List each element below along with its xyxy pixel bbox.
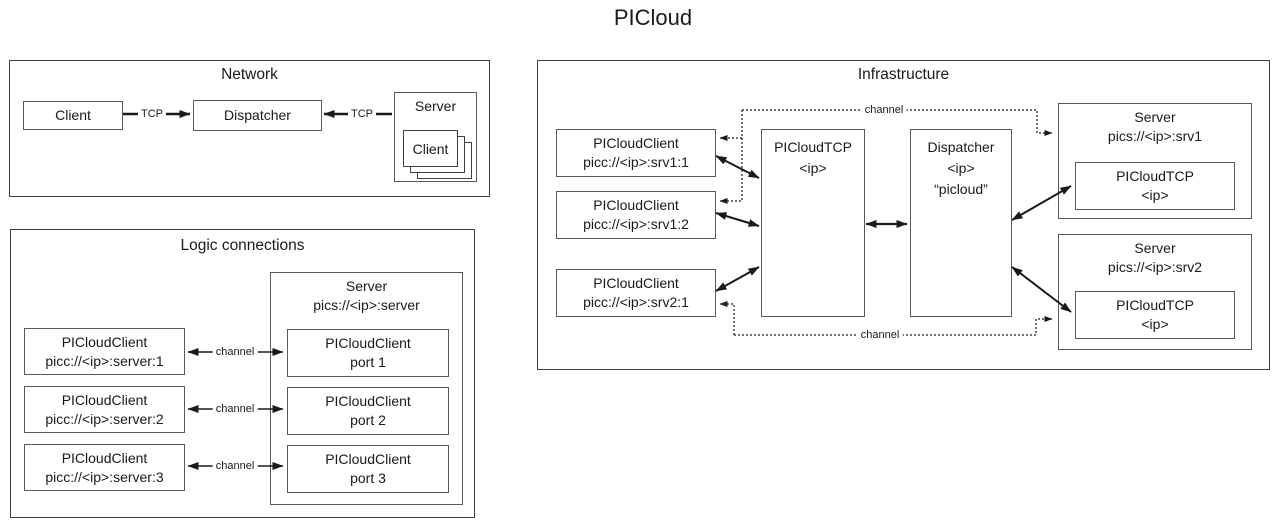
logic-client-2-address: picc://<ip>:server:2 — [45, 410, 164, 427]
infra-channel-label-bottom: channel — [857, 329, 903, 341]
infra-server-2-picloudtcp-box: PICloudTCP <ip> — [1075, 291, 1235, 339]
page-title: PICloud — [613, 5, 693, 30]
logic-client-3-address: picc://<ip>:server:3 — [45, 468, 164, 485]
logic-client-2-name: PICloudClient — [61, 391, 148, 408]
infra-client-1-name: PICloudClient — [593, 135, 679, 151]
logic-port-1-name: PICloudClient — [325, 335, 411, 351]
infra-dispatcher-box: Dispatcher <ip> “picloud” — [910, 129, 1012, 317]
infra-server-1-title: Server pics://<ip>:srv1 — [1059, 108, 1251, 146]
infra-server-box-2: Server pics://<ip>:srv2 PICloudTCP <ip> — [1058, 234, 1252, 350]
logic-port-3-name: PICloudClient — [325, 451, 411, 467]
logic-server-title-line1: Server — [345, 278, 388, 294]
tcp-label-right: TCP — [348, 108, 376, 120]
network-group: Network Client Dispatcher Server Client — [9, 60, 490, 197]
infra-server-1-picloudtcp-name: PICloudTCP — [1116, 168, 1194, 184]
logic-client-box-1: PICloudClient picc://<ip>:server:1 — [24, 328, 185, 375]
logic-server-box: Server pics://<ip>:server PICloudClient … — [270, 272, 463, 505]
logic-port-box-1: PICloudClient port 1 — [287, 329, 449, 377]
logic-port-3-port: port 3 — [350, 470, 386, 486]
network-dispatcher-box: Dispatcher — [193, 100, 322, 131]
logic-channel-label-3: channel — [212, 460, 258, 472]
network-client-card-front: Client — [403, 130, 458, 167]
logic-server-title: Server pics://<ip>:server — [271, 277, 462, 315]
infra-client-box-1: PICloudClient picc://<ip>:srv1:1 — [556, 129, 716, 177]
logic-port-box-2: PICloudClient port 2 — [287, 387, 449, 435]
infra-server-1-title-line1: Server — [1134, 109, 1176, 125]
tcp-label-left: TCP — [138, 108, 166, 120]
logic-port-1-port: port 1 — [350, 354, 386, 370]
infra-picloudtcp-ip: <ip> — [799, 160, 827, 176]
infra-dispatcher-alias: “picloud” — [934, 181, 988, 197]
logic-server-title-line2: pics://<ip>:server — [313, 297, 420, 313]
logic-client-1-name: PICloudClient — [61, 333, 148, 350]
infra-server-2-title-line2: pics://<ip>:srv2 — [1107, 259, 1203, 275]
network-server-box: Server Client — [394, 92, 477, 182]
network-group-title: Network — [221, 66, 278, 83]
infra-client-box-2: PICloudClient picc://<ip>:srv1:2 — [556, 191, 716, 239]
network-server-client-label: Client — [412, 140, 449, 157]
infra-client-3-address: picc://<ip>:srv2:1 — [583, 294, 689, 310]
logic-port-2-port: port 2 — [350, 412, 386, 428]
network-dispatcher-label: Dispatcher — [224, 107, 291, 123]
network-client-box: Client — [23, 101, 123, 130]
infra-server-2-title-line1: Server — [1134, 240, 1176, 256]
logic-client-box-2: PICloudClient picc://<ip>:server:2 — [24, 386, 185, 433]
infra-server-2-title: Server pics://<ip>:srv2 — [1059, 239, 1251, 277]
infrastructure-title: Infrastructure — [857, 66, 950, 83]
infra-dispatcher-name: Dispatcher — [927, 139, 995, 155]
infra-client-box-3: PICloudClient picc://<ip>:srv2:1 — [556, 269, 716, 317]
logic-connections-group: Logic connections PICloudClient picc://<… — [10, 229, 475, 518]
infra-client-3-name: PICloudClient — [593, 275, 679, 291]
network-client-label: Client — [55, 107, 91, 123]
infra-picloudtcp-box: PICloudTCP <ip> — [761, 129, 865, 317]
infra-server-2-picloudtcp-ip: <ip> — [1141, 316, 1169, 332]
infra-server-1-picloudtcp-ip: <ip> — [1141, 187, 1169, 203]
logic-port-2-name: PICloudClient — [325, 393, 411, 409]
infra-picloudtcp-name: PICloudTCP — [774, 139, 852, 155]
logic-connections-title: Logic connections — [180, 237, 305, 254]
logic-client-box-3: PICloudClient picc://<ip>:server:3 — [24, 444, 185, 491]
infra-server-2-picloudtcp-name: PICloudTCP — [1116, 297, 1194, 313]
logic-port-box-3: PICloudClient port 3 — [287, 445, 449, 493]
logic-channel-label-2: channel — [212, 403, 258, 415]
logic-client-3-name: PICloudClient — [61, 449, 148, 466]
infra-server-1-title-line2: pics://<ip>:srv1 — [1107, 128, 1203, 144]
infra-server-1-picloudtcp-box: PICloudTCP <ip> — [1075, 162, 1235, 210]
network-server-title: Server — [414, 98, 457, 114]
infra-dispatcher-ip: <ip> — [947, 160, 975, 176]
infra-channel-label-top: channel — [861, 104, 907, 116]
logic-channel-label-1: channel — [212, 346, 258, 358]
infra-client-2-address: picc://<ip>:srv1:2 — [583, 216, 689, 232]
infra-server-box-1: Server pics://<ip>:srv1 PICloudTCP <ip> — [1058, 103, 1252, 219]
infra-client-2-name: PICloudClient — [593, 197, 679, 213]
infra-client-1-address: picc://<ip>:srv1:1 — [583, 154, 689, 170]
logic-client-1-address: picc://<ip>:server:1 — [45, 352, 164, 369]
